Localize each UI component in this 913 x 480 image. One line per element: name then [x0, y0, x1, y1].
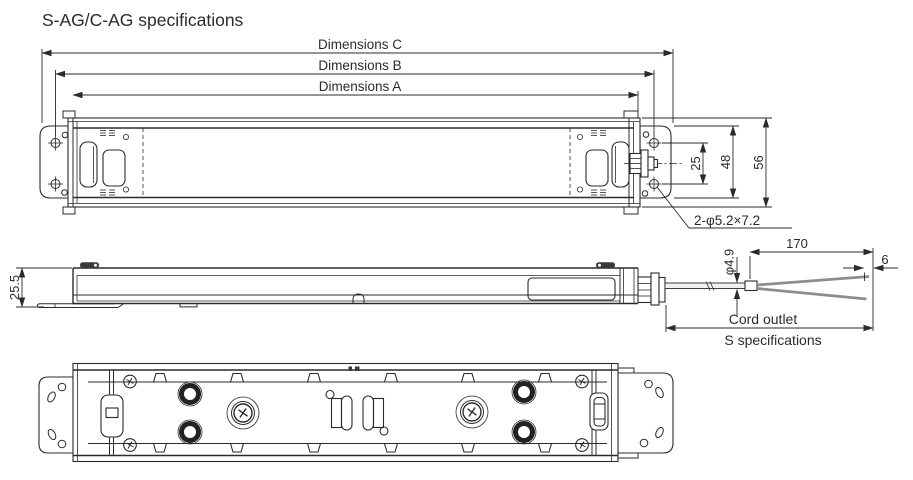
grommets — [177, 379, 537, 445]
dim-170-label: 170 — [786, 236, 808, 251]
page-title: S-AG/C-AG specifications — [42, 10, 244, 30]
top-view: Dimensions C Dimensions B Dimensions A 2… — [39, 37, 792, 229]
fixture-body-front — [67, 117, 641, 208]
fixture-body-side — [72, 262, 639, 308]
dimension-56: 56 — [642, 117, 772, 208]
hatch-marks — [100, 130, 115, 196]
dimension-25: 25 — [662, 142, 708, 185]
dim-c-label: Dimensions C — [318, 37, 402, 52]
dimension-48: 48 — [674, 125, 739, 199]
knockout-slots — [325, 389, 389, 436]
hanging-hook — [352, 293, 365, 304]
dim-b-label: Dimensions B — [318, 58, 401, 73]
small-hole — [642, 131, 650, 138]
end-tab — [62, 206, 76, 215]
bottom-right-bracket — [613, 367, 674, 459]
dim-25-label: 25 — [688, 156, 703, 170]
power-cord — [664, 272, 870, 301]
dimension-c: Dimensions C — [41, 37, 674, 123]
boss-screws — [226, 395, 489, 430]
dim-25-5-label: 25.5 — [7, 275, 22, 300]
right-latch — [589, 392, 609, 431]
dim-a-label: Dimensions A — [319, 79, 402, 94]
left-mounting-plate — [39, 125, 76, 199]
corner-screws — [123, 374, 589, 452]
dimension-height-25-5: 25.5 — [7, 267, 72, 308]
mount-hole-label: 2-φ5.2×7.2 — [694, 213, 760, 228]
mount-hole-callout: 2-φ5.2×7.2 — [656, 186, 792, 229]
wire-upper — [756, 275, 870, 287]
top-clip-right — [596, 262, 615, 268]
top-clip-left — [80, 262, 99, 268]
cable-gland-side — [637, 272, 666, 306]
hatch-marks — [591, 130, 606, 196]
end-tab — [62, 110, 76, 119]
dimension-b: Dimensions B — [55, 58, 655, 136]
s-spec-label: S specifications — [724, 332, 821, 348]
dimension-cord-outlet: Cord outlet S specifications — [665, 305, 874, 348]
bottom-view — [38, 362, 674, 463]
left-end-lamp-detail — [79, 130, 130, 196]
small-hole — [61, 189, 68, 196]
dimension-cord-dia: φ4.9 — [722, 249, 741, 315]
bottom-left-bracket — [38, 376, 76, 454]
side-label-plate — [527, 277, 616, 301]
end-tab — [623, 110, 639, 119]
bottom-casing — [72, 362, 619, 463]
small-hole — [641, 190, 649, 197]
dim-56-label: 56 — [751, 155, 766, 169]
dimension-a: Dimensions A — [72, 79, 639, 116]
cord-ferrule — [744, 280, 758, 292]
side-view: 25.5 170 6 φ4.9 Cord outlet S specificat… — [7, 236, 898, 348]
cord-outlet-label: Cord outlet — [729, 311, 798, 327]
top-edge-mark — [348, 366, 352, 371]
dimension-170: 170 — [749, 236, 874, 331]
bottom-tab — [179, 303, 198, 308]
dim-6-label: 6 — [881, 252, 888, 267]
left-latch — [100, 394, 124, 438]
top-edge-mark — [355, 366, 360, 371]
dim-48-label: 48 — [718, 155, 733, 169]
wire-lower — [756, 287, 867, 301]
dim-cord-dia-label: φ4.9 — [722, 249, 737, 276]
cable-gland-front — [624, 149, 684, 178]
dimension-6: 6 — [843, 252, 898, 272]
right-end-lamp-detail — [577, 130, 630, 196]
end-tab — [623, 206, 639, 215]
mounting-tabs — [152, 372, 553, 453]
